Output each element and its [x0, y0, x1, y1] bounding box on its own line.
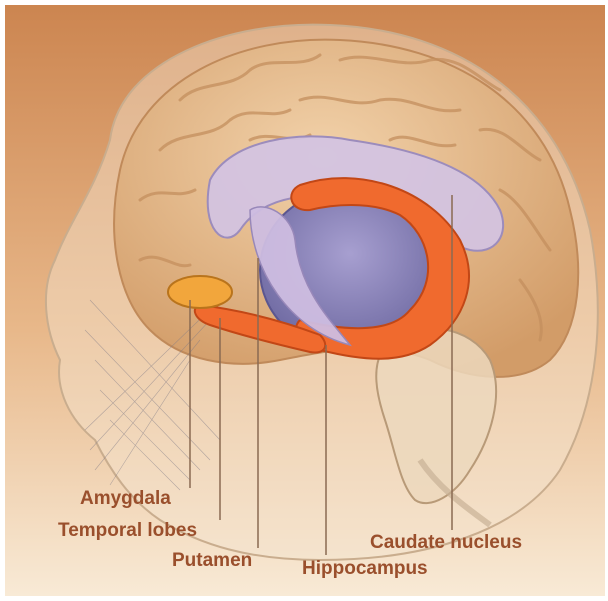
- label-temporal-lobes: Temporal lobes: [58, 520, 197, 542]
- label-amygdala: Amygdala: [80, 488, 171, 510]
- amygdala: [168, 276, 232, 308]
- label-caudate-nucleus: Caudate nucleus: [370, 532, 522, 554]
- label-hippocampus: Hippocampus: [302, 558, 428, 580]
- label-putamen: Putamen: [172, 550, 252, 572]
